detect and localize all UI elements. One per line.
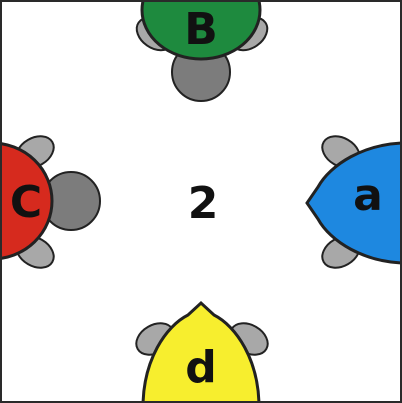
turtle-bottom-shell <box>141 300 261 401</box>
turtle-right: a <box>305 135 400 269</box>
turtle-right-shell <box>305 141 400 265</box>
turtle-right-letter: a <box>353 170 383 221</box>
turtle-left-letter: C <box>10 177 42 228</box>
turtle-top: B <box>135 2 269 102</box>
turtle-bottom: d <box>135 300 269 401</box>
turtle-left: C <box>2 135 101 269</box>
turtle-top-letter: B <box>184 4 218 55</box>
turtle-top-shell <box>140 2 262 61</box>
turtle-bottom-letter: d <box>185 342 217 393</box>
turtle-left-shell <box>2 142 54 260</box>
center-number: 2 <box>188 178 219 229</box>
